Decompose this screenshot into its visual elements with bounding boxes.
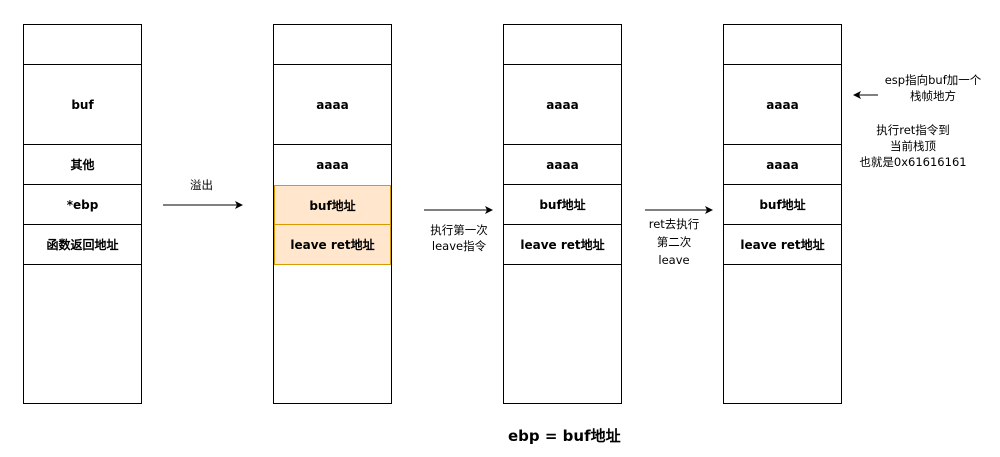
label-ret-second-line1: ret去执行 (648, 217, 700, 231)
stack-cell-ebp: buf地址 (274, 185, 391, 225)
stack-cell-other: 其他 (24, 145, 141, 185)
stack-cell-top (24, 25, 141, 65)
stack-cell-top (504, 25, 621, 65)
stack-cell-return-address: 函数返回地址 (24, 225, 141, 265)
stack-cell-other: aaaa (504, 145, 621, 185)
stack-cell-return-address: leave ret地址 (504, 225, 621, 265)
label-first-leave-line1: 执行第一次 (430, 223, 488, 237)
label-first-leave: 执行第一次 leave指令 (425, 222, 493, 254)
stack-after-second-leave: aaaa aaaa buf地址 leave ret地址 (723, 24, 842, 404)
note-esp-line2: 栈帧地方 (910, 89, 956, 103)
stack-original: buf 其他 *ebp 函数返回地址 (23, 24, 142, 404)
label-first-leave-line2: leave指令 (431, 239, 487, 253)
stack-overflowed: aaaa aaaa buf地址 leave ret地址 (273, 24, 392, 404)
stack-cell-top (724, 25, 841, 65)
note-esp-line1: esp指向buf加一个 (884, 73, 982, 87)
note-ret-line2: 当前栈顶 (890, 139, 936, 153)
stack-cell-return-address: leave ret地址 (274, 225, 391, 265)
note-ret: 执行ret指令到 当前栈顶 也就是0x61616161 (857, 122, 969, 170)
label-overflow: 溢出 (190, 178, 213, 192)
stack-cell-top (274, 25, 391, 65)
stack-cell-other: aaaa (316, 158, 349, 172)
note-esp: esp指向buf加一个 栈帧地方 (878, 72, 988, 104)
note-ret-line1: 执行ret指令到 (876, 123, 950, 137)
stack-cell-buf: aaaa (274, 65, 391, 145)
label-ret-second-line3: leave (658, 253, 690, 267)
stack-cell-ebp: buf地址 (504, 185, 621, 225)
label-ret-second-line2: 第二次 (656, 235, 692, 249)
note-ret-line3: 也就是0x61616161 (859, 155, 967, 169)
stack-after-first-leave: aaaa aaaa buf地址 leave ret地址 (503, 24, 622, 404)
stack-cell-other: aaaa (724, 145, 841, 185)
stack-cell-buf: buf (24, 65, 141, 145)
caption: ebp = buf地址 (508, 427, 621, 445)
stack-cell-ebp: *ebp (24, 185, 141, 225)
label-ret-second: ret去执行 第二次 leave (643, 215, 705, 269)
stack-cell-buf: aaaa (724, 65, 841, 145)
stack-cell-return-address: leave ret地址 (724, 225, 841, 265)
stack-cell-ebp: buf地址 (724, 185, 841, 225)
stack-cell-buf: aaaa (504, 65, 621, 145)
